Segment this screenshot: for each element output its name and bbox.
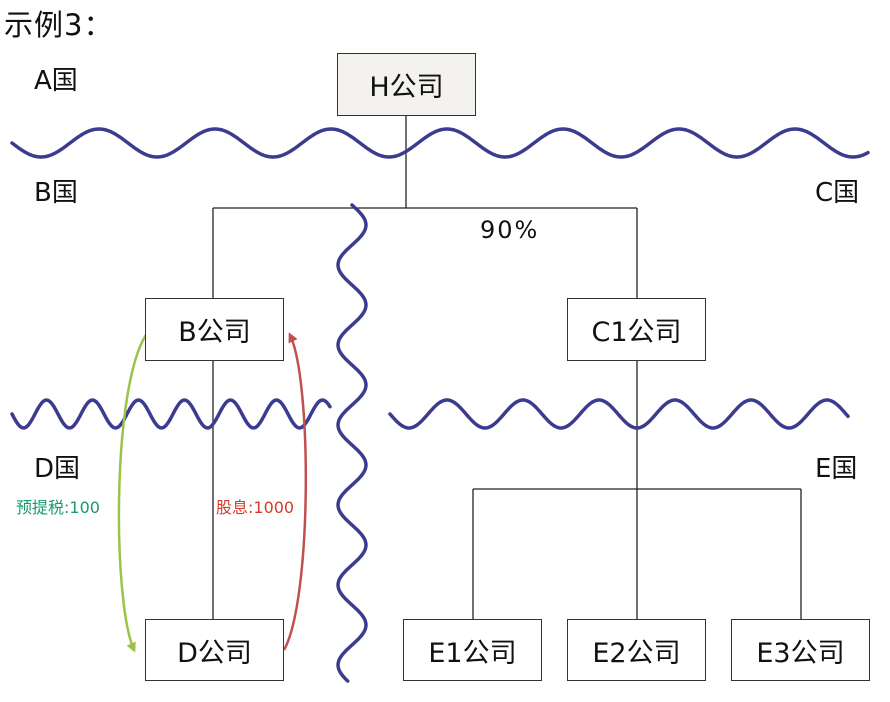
company-box-h: H公司 bbox=[337, 53, 476, 116]
company-label-e1: E1公司 bbox=[428, 637, 517, 669]
company-label-d: D公司 bbox=[177, 637, 252, 669]
company-box-d: D公司 bbox=[145, 619, 284, 681]
company-label-h: H公司 bbox=[369, 72, 444, 103]
border-wave-c-e bbox=[388, 398, 850, 430]
border-wave-a-bc bbox=[10, 127, 870, 159]
country-borders bbox=[10, 127, 870, 683]
company-label-e2: E2公司 bbox=[592, 637, 681, 669]
country-label-a: A国 bbox=[34, 66, 78, 96]
company-box-e3: E3公司 bbox=[731, 619, 870, 681]
company-box-e1: E1公司 bbox=[403, 619, 542, 681]
company-label-e3: E3公司 bbox=[756, 637, 845, 669]
border-wave-b-d bbox=[10, 398, 332, 430]
dividend-label: 股息:1000 bbox=[216, 498, 295, 517]
dividend-arrow bbox=[282, 332, 308, 651]
country-label-c: C国 bbox=[815, 178, 860, 208]
company-box-e2: E2公司 bbox=[567, 619, 706, 681]
company-box-b: B公司 bbox=[145, 298, 284, 361]
ownership-percentage: 90% bbox=[480, 216, 540, 244]
withholding-tax-arrow bbox=[117, 331, 150, 653]
country-label-b: B国 bbox=[34, 178, 78, 208]
page-title: 示例3： bbox=[4, 8, 114, 42]
withholding-tax-label: 预提税:100 bbox=[16, 498, 100, 517]
country-label-e: E国 bbox=[815, 454, 858, 484]
country-label-d: D国 bbox=[34, 454, 81, 484]
company-label-c1: C1公司 bbox=[591, 317, 682, 348]
border-wave-b-c bbox=[336, 203, 368, 683]
company-label-b: B公司 bbox=[178, 317, 251, 348]
org-connectors bbox=[212, 116, 802, 619]
company-box-c1: C1公司 bbox=[567, 298, 706, 361]
